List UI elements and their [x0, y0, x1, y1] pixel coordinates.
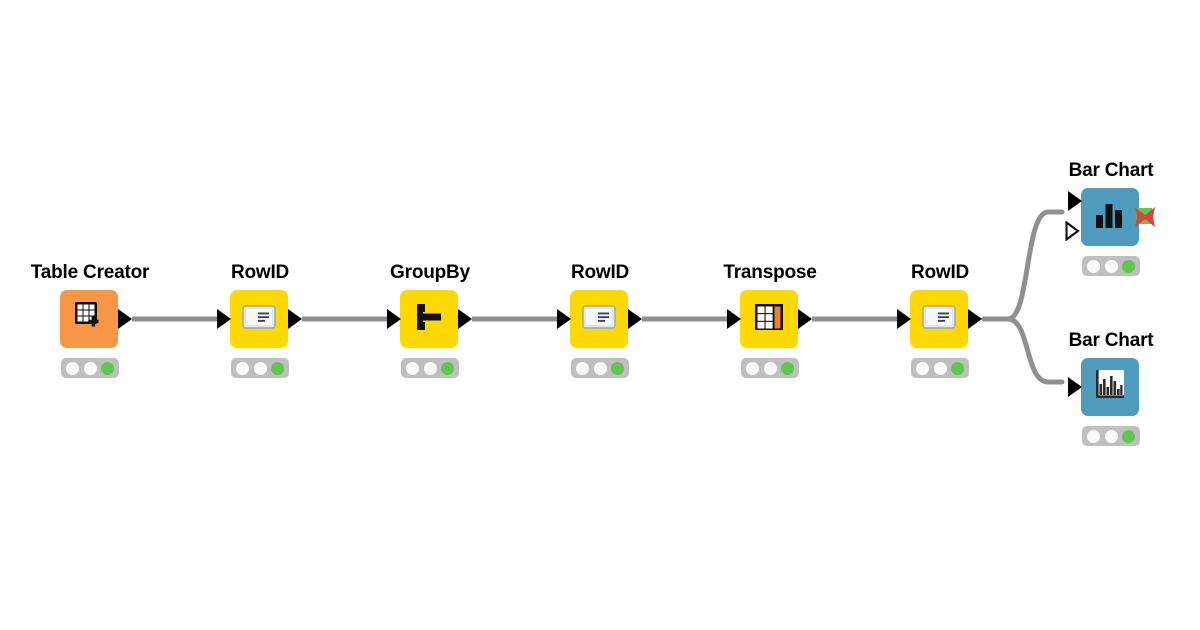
status-lamp-executed — [271, 361, 285, 375]
status-lamp-idle — [1086, 259, 1100, 273]
status-bar-bar-chart-2 — [1082, 426, 1140, 446]
node-transpose[interactable]: Transpose — [723, 262, 817, 378]
node-body-bar-chart-1[interactable] — [1065, 188, 1155, 246]
status-bar-table-creator — [61, 358, 119, 378]
node-label-transpose: Transpose — [723, 262, 817, 283]
status-lamp-configured — [593, 361, 607, 375]
node-body-rowid-2[interactable] — [557, 290, 642, 348]
input-port-rowid-2[interactable] — [557, 309, 571, 329]
output-port-transpose[interactable] — [798, 309, 812, 329]
output-port-rowid-3[interactable] — [968, 309, 982, 329]
status-lamp-configured — [253, 361, 267, 375]
node-label-rowid-1: RowID — [230, 262, 290, 283]
bar-chart-image-icon — [1092, 367, 1128, 408]
status-lamp-idle — [405, 361, 419, 375]
rowid-card-icon — [581, 302, 617, 337]
node-body-transpose[interactable] — [727, 290, 812, 348]
input-port-groupby[interactable] — [387, 309, 401, 329]
status-lamp-configured — [763, 361, 777, 375]
node-rowid-2[interactable]: RowID — [557, 262, 642, 378]
output-port-rowid-2[interactable] — [628, 309, 642, 329]
status-lamp-configured — [933, 361, 947, 375]
rowid-card-icon — [921, 302, 957, 337]
connection-rowid-3-to-bar-chart-2 — [981, 316, 1065, 385]
status-lamp-executed — [101, 361, 115, 375]
status-bar-bar-chart-1 — [1082, 256, 1140, 276]
status-bar-rowid-3 — [911, 358, 969, 378]
node-label-bar-chart-2: Bar Chart — [1068, 330, 1154, 351]
input-port-flow-variable-bar-chart-1[interactable] — [1065, 221, 1080, 241]
status-lamp-executed — [1122, 429, 1136, 443]
node-body-rowid-1[interactable] — [217, 290, 302, 348]
output-port-rowid-1[interactable] — [288, 309, 302, 329]
status-lamp-executed — [781, 361, 795, 375]
input-port-bar-chart-2[interactable] — [1068, 377, 1082, 397]
status-bar-rowid-2 — [571, 358, 629, 378]
node-table-creator[interactable]: Table Creator — [31, 262, 149, 378]
node-label-bar-chart-1: Bar Chart — [1068, 160, 1154, 181]
transpose-grid-icon — [752, 300, 786, 339]
node-rowid-3[interactable]: RowID — [897, 262, 982, 378]
node-rowid-1[interactable]: RowID — [217, 262, 302, 378]
node-label-rowid-2: RowID — [570, 262, 630, 283]
status-lamp-configured — [1104, 259, 1118, 273]
node-label-rowid-3: RowID — [910, 262, 970, 283]
status-lamp-idle — [575, 361, 589, 375]
node-bar-chart-1[interactable]: Bar Chart — [1065, 160, 1155, 276]
input-port-rowid-3[interactable] — [897, 309, 911, 329]
table-plus-icon — [71, 299, 107, 340]
input-port-transpose[interactable] — [727, 309, 741, 329]
status-lamp-idle — [915, 361, 929, 375]
status-lamp-configured — [1104, 429, 1118, 443]
status-lamp-executed — [951, 361, 965, 375]
node-body-rowid-3[interactable] — [897, 290, 982, 348]
input-port-rowid-1[interactable] — [217, 309, 231, 329]
node-groupby[interactable]: GroupBy — [387, 262, 472, 378]
status-lamp-idle — [745, 361, 759, 375]
groupby-merge-icon — [412, 300, 446, 339]
node-label-groupby: GroupBy — [390, 262, 470, 283]
connection-rowid-3-to-bar-chart-1 — [981, 209, 1065, 322]
rowid-card-icon — [241, 302, 277, 337]
node-body-bar-chart-2[interactable] — [1068, 358, 1139, 416]
status-bar-transpose — [741, 358, 799, 378]
status-lamp-executed — [441, 361, 455, 375]
bar-chart-solid-icon — [1093, 200, 1127, 235]
node-body-groupby[interactable] — [387, 290, 472, 348]
red-x-error-icon — [1135, 207, 1155, 227]
status-lamp-configured — [423, 361, 437, 375]
status-lamp-idle — [1086, 429, 1100, 443]
status-bar-groupby — [401, 358, 459, 378]
status-lamp-configured — [83, 361, 97, 375]
node-body-table-creator[interactable] — [60, 290, 132, 348]
output-port-bar-chart-1-error[interactable] — [1135, 207, 1155, 227]
output-port-table-creator[interactable] — [118, 309, 132, 329]
status-lamp-idle — [65, 361, 79, 375]
output-port-groupby[interactable] — [458, 309, 472, 329]
input-port-data-bar-chart-1[interactable] — [1068, 191, 1082, 211]
status-bar-rowid-1 — [231, 358, 289, 378]
status-lamp-idle — [235, 361, 249, 375]
node-bar-chart-2[interactable]: Bar Chart — [1068, 330, 1154, 446]
node-label-table-creator: Table Creator — [30, 262, 150, 283]
status-lamp-executed — [611, 361, 625, 375]
status-lamp-executed — [1122, 259, 1136, 273]
